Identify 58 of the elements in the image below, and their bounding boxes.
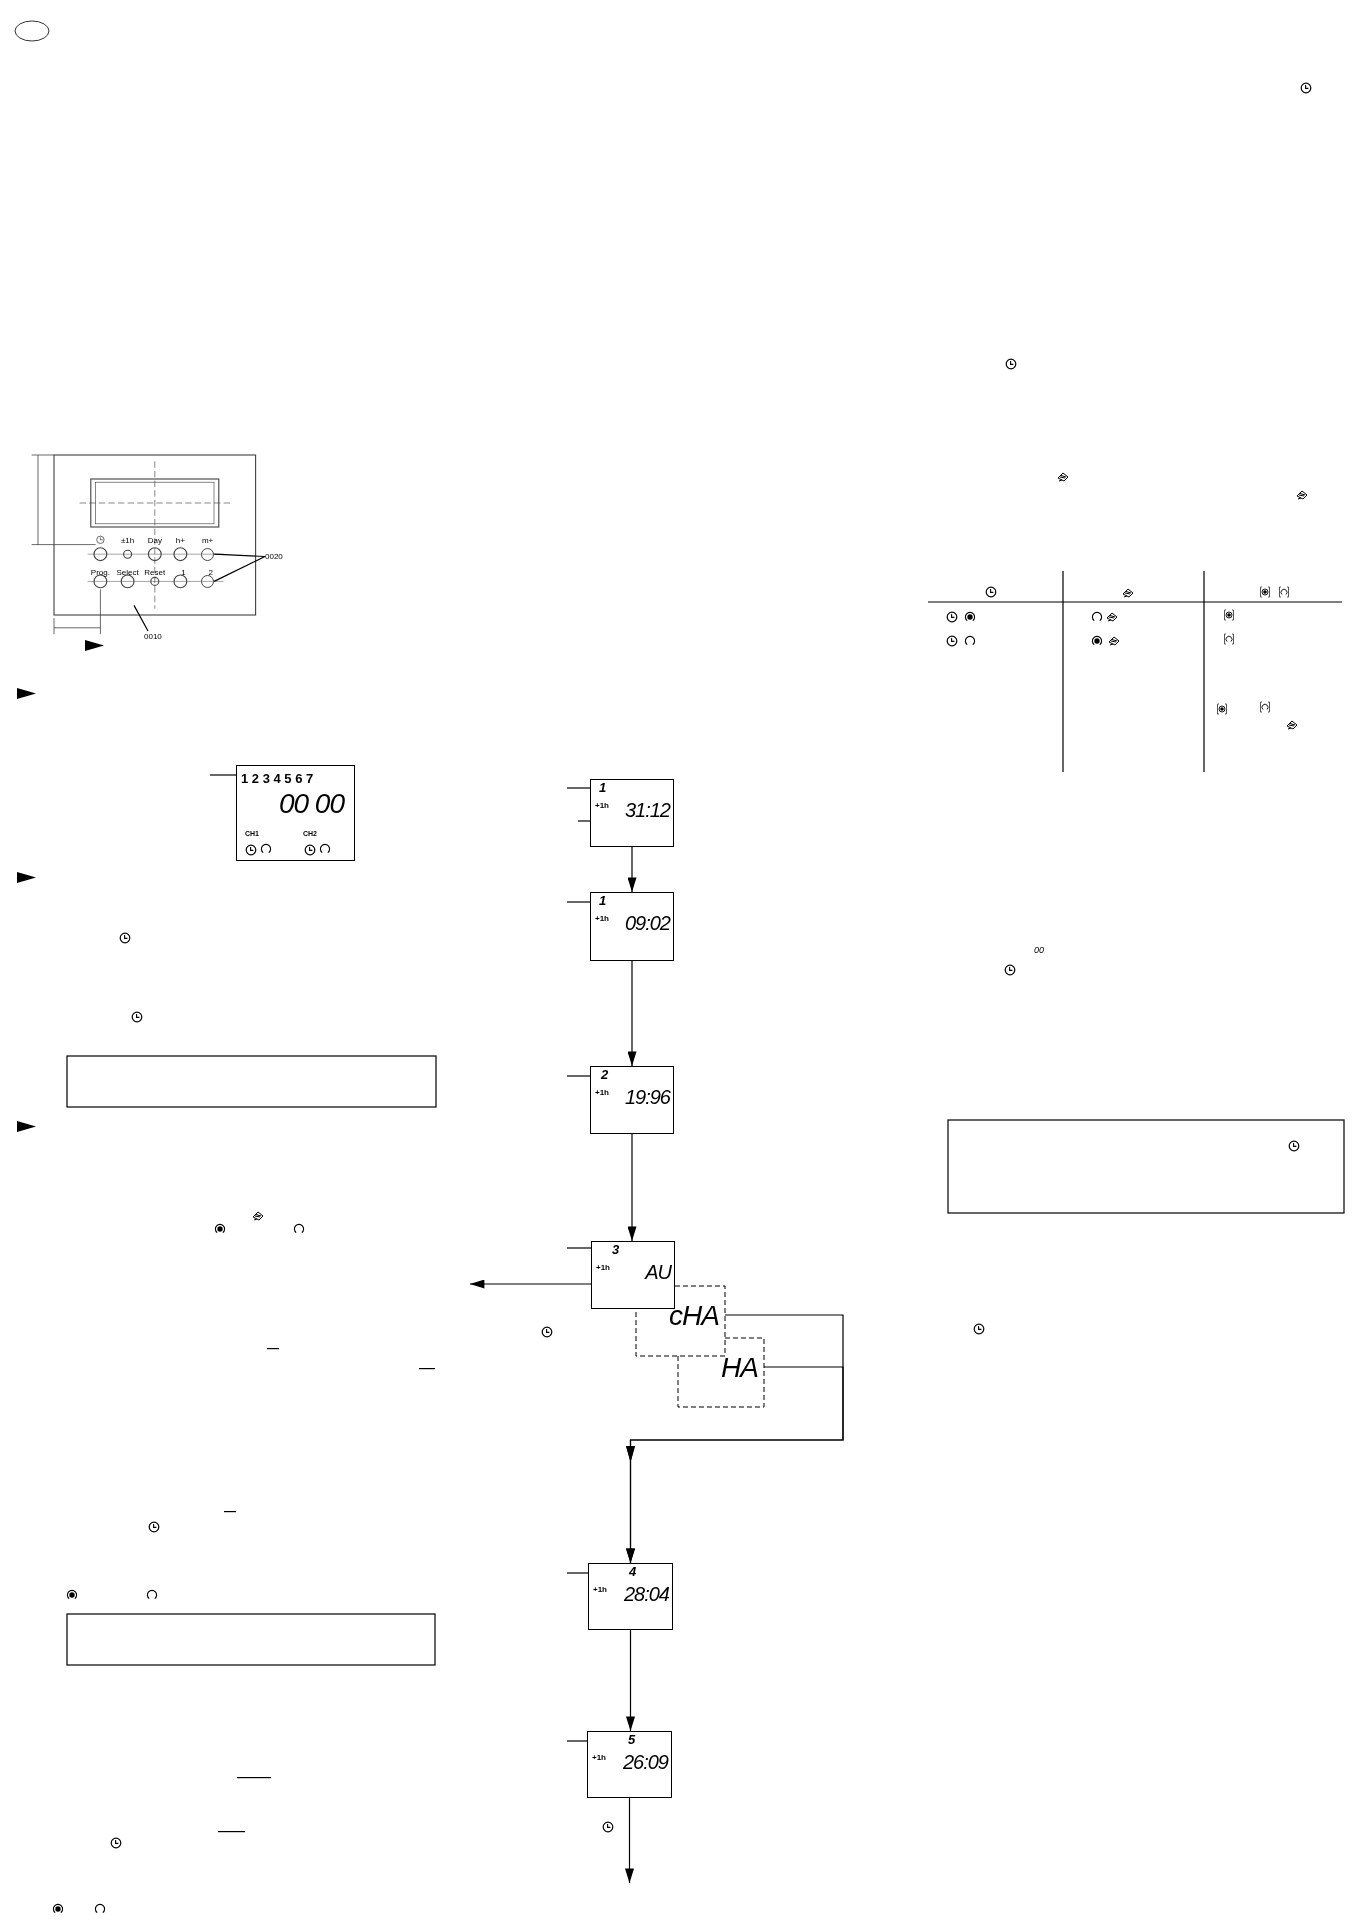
leader-line xyxy=(566,787,591,789)
callout-number: 0010 xyxy=(144,631,162,642)
arrow xyxy=(626,1366,844,1564)
lcd-indicator: +1h xyxy=(595,802,609,810)
lcd-digits: 00 xyxy=(1034,945,1044,955)
button-label: Select xyxy=(116,568,139,577)
leader-line xyxy=(566,1247,592,1249)
arrow xyxy=(469,1279,592,1289)
button-label: Prog. xyxy=(90,568,110,577)
button-label: Day xyxy=(147,537,162,546)
arrow xyxy=(625,1797,634,1884)
lcd-display xyxy=(588,1563,673,1630)
arrow xyxy=(627,1133,637,1242)
lcd-text: HA xyxy=(721,1354,758,1382)
button-label: h+ xyxy=(175,537,185,546)
display-option-box xyxy=(678,1338,764,1407)
button-label: Reset xyxy=(144,568,166,577)
lcd-indicator: +1h xyxy=(596,1264,610,1272)
lcd-indicator: +1h xyxy=(595,915,609,923)
leader-line xyxy=(133,604,149,632)
lcd-digits: 26:09 xyxy=(622,1752,668,1772)
lcd-indicator: +1h xyxy=(592,1754,606,1762)
lcd-digits: 09:02 xyxy=(624,913,670,933)
lcd-indicator: +1h xyxy=(595,1089,609,1097)
lcd-day-number: 4 xyxy=(629,1565,637,1578)
lcd-day-number: 1 xyxy=(599,781,607,794)
lcd-indicator: +1h xyxy=(593,1586,607,1594)
lcd-digits: AU xyxy=(645,1262,671,1282)
leader-line xyxy=(577,820,591,822)
lcd-day-number: 1 xyxy=(599,894,607,907)
lcd-text: cHA xyxy=(669,1302,719,1330)
lcd-display xyxy=(590,892,674,961)
button-label: 2 xyxy=(208,568,213,577)
lcd-display xyxy=(587,1731,672,1798)
button-label: ±1h xyxy=(120,537,135,546)
leader-line xyxy=(566,1740,588,1742)
lcd-day-number: 2 xyxy=(601,1068,609,1081)
lcd-digits: 31:12 xyxy=(624,800,670,820)
lcd-digits: 19:96 xyxy=(624,1087,670,1107)
lcd-display xyxy=(236,765,355,861)
leader-line xyxy=(209,774,237,776)
lcd-digits: 28:04 xyxy=(623,1584,669,1604)
callout-number: 0020 xyxy=(265,551,283,562)
lcd-digits: 00 00 xyxy=(278,790,344,818)
day-numbers: 1 2 3 4 5 6 7 xyxy=(241,770,314,788)
button-label: 1 xyxy=(181,568,186,577)
lcd-day-number: 3 xyxy=(612,1243,620,1256)
leader-line xyxy=(566,901,591,903)
leader-line xyxy=(566,1075,591,1077)
arrow xyxy=(627,960,637,1067)
display-option-box xyxy=(636,1286,725,1356)
leader-line xyxy=(566,1572,589,1574)
button-label: m+ xyxy=(201,537,214,546)
arrow xyxy=(626,1629,635,1732)
lcd-display xyxy=(590,779,674,847)
lcd-display xyxy=(590,1066,674,1134)
arrow xyxy=(627,846,637,893)
lcd-day-number: 5 xyxy=(628,1733,636,1746)
